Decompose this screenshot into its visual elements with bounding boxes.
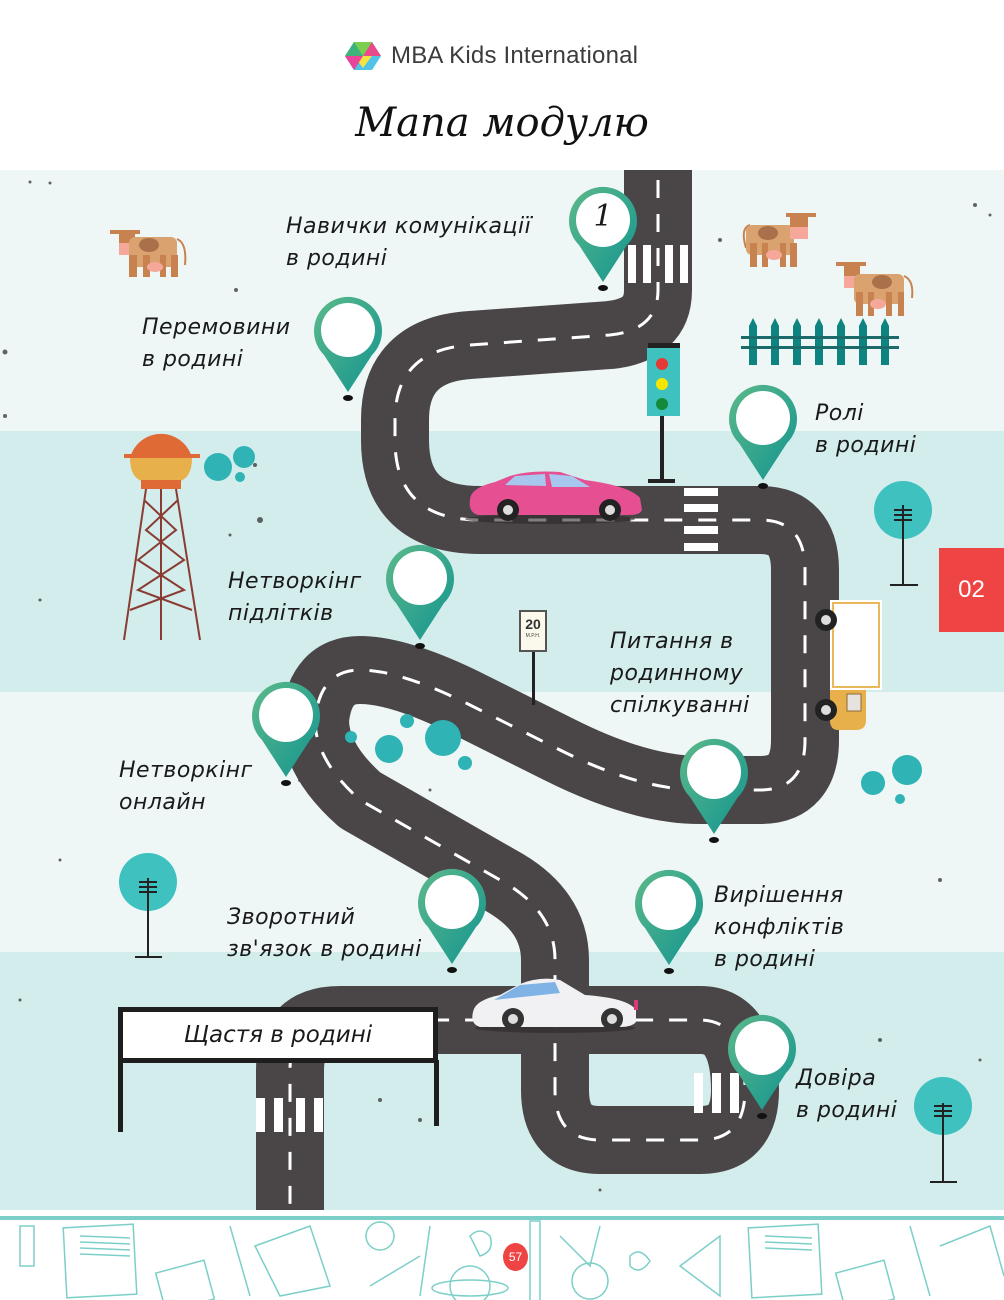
water-tower-icon	[123, 433, 201, 641]
pin-9-icon[interactable]	[728, 1014, 796, 1119]
pin-4-label: Нетворкінг підлітків	[228, 569, 362, 626]
pin-5-label: Питання в родинному спілкуванні	[610, 629, 750, 718]
pin-2-label: Перемовини в родині	[142, 315, 291, 372]
page-number: 57	[503, 1243, 528, 1271]
cow-icon	[742, 213, 816, 267]
hexagon-logo-icon	[345, 42, 381, 70]
pin-3-icon[interactable]	[729, 384, 797, 489]
traffic-light-icon	[647, 343, 680, 483]
brand-name: MBA Kids International	[391, 42, 639, 69]
pin-1-number: 1	[593, 199, 613, 234]
pin-3-label: Ролі в родині	[815, 401, 917, 458]
tree-icon	[874, 481, 932, 586]
pin-4-icon[interactable]	[386, 544, 454, 649]
white-car-icon	[472, 978, 638, 1033]
pin-9-label: Довіра в родині	[796, 1066, 898, 1123]
speed-limit-sign: 20 M.P.H.	[519, 610, 547, 652]
pin-1-label: Навички комунікації в родині	[286, 214, 532, 271]
finish-sign: Щастя в родині	[118, 1007, 438, 1063]
cow-icon	[836, 262, 914, 316]
pin-8-icon[interactable]	[635, 869, 703, 974]
pin-7-icon[interactable]	[418, 868, 486, 973]
pin-7-label: Зворотний зв'язок в родині	[227, 905, 422, 962]
tree-icon	[119, 853, 177, 958]
pin-6-label: Нетворкінг онлайн	[119, 758, 253, 815]
pin-1-icon[interactable]	[569, 186, 637, 291]
fence-icon	[741, 318, 899, 365]
module-map	[0, 170, 1004, 1210]
speed-limit-value: 20	[525, 616, 541, 632]
map-pins	[252, 186, 797, 1119]
chapter-tab[interactable]: 02	[939, 548, 1004, 632]
cow-icon	[110, 230, 187, 277]
speed-limit-unit: M.P.H.	[525, 633, 541, 639]
pin-8-label: Вирішення конфліктів в родині	[714, 883, 845, 972]
footer-pattern	[0, 1216, 1004, 1300]
pin-6-icon[interactable]	[252, 681, 320, 786]
brand-logo: MBA Kids International	[345, 38, 638, 74]
page-title: Мапа модулю	[355, 100, 649, 146]
bubbles-icon	[204, 446, 922, 804]
pin-2-icon[interactable]	[314, 296, 382, 401]
pink-car-icon	[465, 471, 642, 524]
finish-sign-text: Щастя в родині	[183, 1022, 373, 1048]
pin-5-icon[interactable]	[680, 738, 748, 843]
tree-icon	[914, 1077, 972, 1183]
delivery-truck-icon	[815, 600, 882, 730]
